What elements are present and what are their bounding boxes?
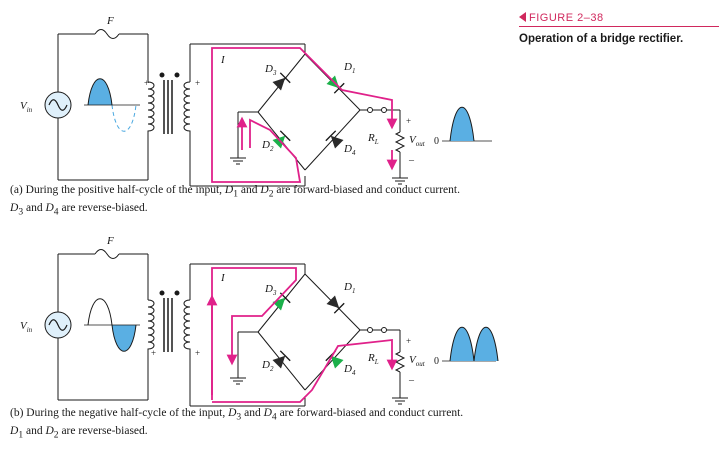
fuse-label-a: F xyxy=(106,15,114,27)
input-waveform-a xyxy=(84,78,140,132)
fuse-symbol xyxy=(94,29,120,39)
vout-minus-a: – xyxy=(408,155,415,166)
bridge-b xyxy=(237,264,406,406)
secondary-plus-a: + xyxy=(195,78,200,88)
d4-label-a: D4 xyxy=(343,143,356,157)
zero-label-a: 0 xyxy=(434,136,439,147)
figure-title: Operation of a bridge rectifier. xyxy=(519,33,684,45)
triangle-marker-icon xyxy=(519,12,526,22)
input-waveform-b xyxy=(84,298,140,352)
d3-label-b: D3 xyxy=(264,283,277,297)
d2-label-b: D2 xyxy=(261,359,274,373)
vin-label-b: Vin xyxy=(20,320,33,334)
transformer-a xyxy=(147,43,305,187)
diode-d4-a xyxy=(325,130,344,149)
primary-circuit-b xyxy=(44,249,149,401)
bridge-a xyxy=(237,44,406,186)
d3-label-a: D3 xyxy=(264,63,277,77)
secondary-plus-b: + xyxy=(195,348,200,358)
vout-label-b: Vout xyxy=(409,354,426,368)
transformer-b xyxy=(147,263,305,407)
fuse-label-b: F xyxy=(106,235,114,247)
vin-label-a: Vin xyxy=(20,100,33,114)
current-path-a xyxy=(211,47,398,183)
rl-label-a: RL xyxy=(367,132,379,146)
d4-label-b: D4 xyxy=(343,363,356,377)
zero-label-b: 0 xyxy=(434,356,439,367)
d1-label-a: D1 xyxy=(343,61,355,75)
grounds-b xyxy=(230,370,408,405)
vout-minus-b: – xyxy=(408,375,415,386)
grounds-a xyxy=(230,150,408,185)
current-label-b: I xyxy=(220,272,226,284)
figure-divider xyxy=(519,26,719,27)
panel-b: F Vin + + xyxy=(20,235,499,407)
rl-label-b: RL xyxy=(367,352,379,366)
load-resistor-b xyxy=(394,351,406,373)
vout-label-a: Vout xyxy=(409,134,426,148)
diode-d4-b xyxy=(325,350,344,369)
caption-a: (a) During the positive half-cycle of th… xyxy=(10,184,460,218)
panel-a: F Vin + + xyxy=(20,15,492,187)
primary-circuit-a xyxy=(44,29,149,181)
output-waveform-a xyxy=(442,107,492,142)
primary-plus-b: + xyxy=(151,348,156,358)
primary-plus-a: + xyxy=(144,78,149,88)
d1-label-b: D1 xyxy=(343,281,355,295)
diode-d2-b xyxy=(272,350,291,369)
figure-number: FIGURE 2–38 xyxy=(519,12,719,24)
current-label-a: I xyxy=(220,54,226,66)
diode-d2-a xyxy=(272,130,291,149)
current-path-b xyxy=(206,267,398,403)
vout-plus-a: + xyxy=(406,116,411,126)
d2-label-a: D2 xyxy=(261,139,274,153)
caption-b: (b) During the negative half-cycle of th… xyxy=(10,407,464,441)
vout-plus-b: + xyxy=(406,336,411,346)
load-resistor-a xyxy=(394,131,406,153)
output-waveform-b xyxy=(442,327,499,362)
figure-header: FIGURE 2–38 Operation of a bridge rectif… xyxy=(519,12,719,45)
